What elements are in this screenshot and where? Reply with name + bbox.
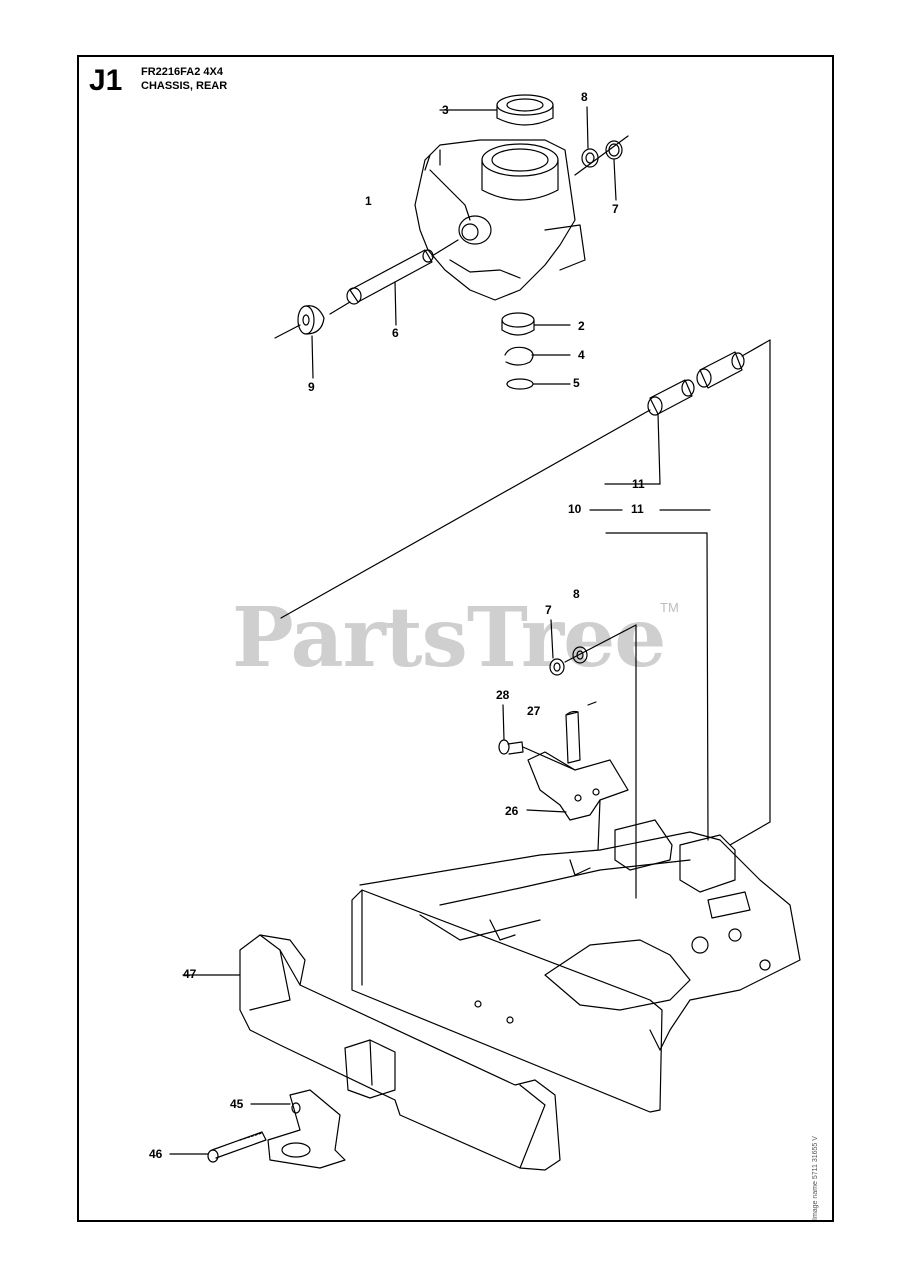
callout-8-lower: 8 [573, 587, 580, 601]
callout-1: 1 [365, 194, 372, 208]
callout-28: 28 [496, 688, 510, 702]
trademark-mark: TM [660, 600, 679, 615]
model-number: FR2216FA2 4X4 [141, 66, 223, 78]
callout-47: 47 [183, 967, 197, 981]
callout-2: 2 [578, 319, 585, 333]
callout-45: 45 [230, 1097, 244, 1111]
callout-27: 27 [527, 704, 541, 718]
part-8-washer-top[interactable] [581, 106, 599, 168]
diagram-title: CHASSIS, REAR [141, 80, 228, 92]
callout-11-a: 11 [632, 477, 645, 491]
watermark: PartsTree [232, 590, 666, 686]
section-code: J1 [89, 64, 123, 97]
part-45-hitch-plate[interactable] [250, 1089, 346, 1169]
part-7-clip-top[interactable] [574, 135, 629, 201]
part-2-bushing[interactable] [501, 312, 571, 336]
chassis-frame[interactable] [359, 819, 801, 1051]
callout-9: 9 [308, 380, 315, 394]
callout-4: 4 [578, 348, 585, 362]
callout-10: 10 [568, 502, 582, 516]
callout-6: 6 [392, 326, 399, 340]
part-47-rear-bar[interactable] [182, 934, 561, 1171]
callout-46: 46 [149, 1147, 163, 1161]
part-26-bracket[interactable] [526, 751, 629, 851]
part-46-bolt[interactable] [169, 1131, 267, 1163]
part-27-pin[interactable] [565, 701, 597, 764]
rear-plate[interactable] [351, 889, 663, 1113]
callout-5: 5 [573, 376, 580, 390]
part-1-housing[interactable] [414, 139, 586, 301]
callout-8-top: 8 [581, 90, 588, 104]
part-4-circlip[interactable] [504, 346, 571, 366]
part-10-leader [589, 509, 709, 841]
callout-7-top: 7 [612, 202, 619, 216]
part-8-washer-lower[interactable] [564, 624, 637, 899]
part-6-shaft[interactable] [346, 239, 459, 326]
part-5-ring[interactable] [506, 378, 571, 390]
callout-3: 3 [442, 103, 449, 117]
part-11-sleeves[interactable] [280, 339, 771, 846]
part-3-bearing[interactable] [439, 94, 554, 126]
callout-11-b: 11 [631, 502, 644, 516]
callout-26: 26 [505, 804, 519, 818]
diagram-frame [77, 55, 834, 1222]
callout-7-lower: 7 [545, 603, 552, 617]
part-7-clip-lower[interactable] [549, 619, 565, 676]
part-28-bolt[interactable] [498, 704, 576, 771]
part-9-bushing[interactable] [274, 301, 351, 379]
